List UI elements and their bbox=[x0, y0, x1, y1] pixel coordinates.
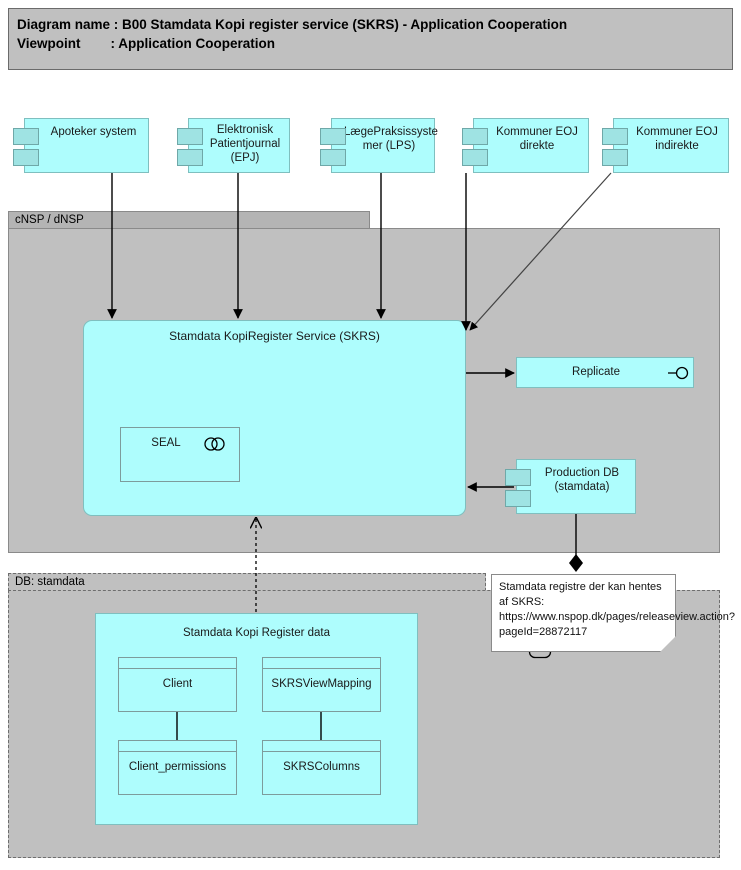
component-tab-icon bbox=[177, 128, 203, 145]
data-object-header bbox=[263, 741, 380, 752]
application-collaboration-icon bbox=[204, 437, 225, 451]
component-kommuner-eoj-direkte[interactable]: Kommuner EOJ direkte bbox=[462, 118, 589, 173]
component-label: Apoteker system bbox=[50, 126, 137, 138]
diagram-name-line: Diagram name : B00 Stamdata Kopi registe… bbox=[17, 17, 568, 32]
diagram-title-block: Diagram name : B00 Stamdata Kopi registe… bbox=[8, 8, 733, 70]
note-fold-corner bbox=[660, 636, 676, 652]
group-tab-db-stamdata: DB: stamdata bbox=[8, 573, 486, 591]
seal-label: SEAL bbox=[151, 437, 181, 449]
component-tab-icon bbox=[177, 149, 203, 166]
component-kommuner-eoj-indirekte[interactable]: Kommuner EOJ indirekte bbox=[602, 118, 729, 173]
viewpoint-line: Viewpoint : Application Cooperation bbox=[17, 36, 276, 51]
data-group-label: Stamdata Kopi Register data bbox=[182, 627, 331, 639]
data-object-client[interactable]: Client bbox=[118, 657, 237, 712]
data-object-header bbox=[263, 658, 380, 669]
data-object-label: Client_permissions bbox=[128, 761, 227, 773]
data-object-header bbox=[119, 658, 236, 669]
data-object-header bbox=[119, 741, 236, 752]
application-collaboration-seal[interactable]: SEAL bbox=[120, 427, 240, 482]
component-production-db[interactable]: Production DB (stamdata) bbox=[505, 459, 636, 514]
component-label: Kommuner EOJ direkte bbox=[496, 126, 578, 152]
data-object-label: SKRSViewMapping bbox=[271, 678, 372, 690]
application-interface-replicate[interactable]: Replicate bbox=[516, 357, 694, 388]
component-tab-icon bbox=[505, 490, 531, 507]
component-tab-icon bbox=[13, 128, 39, 145]
component-tab-icon bbox=[505, 469, 531, 486]
replicate-label: Replicate bbox=[572, 366, 620, 378]
component-tab-icon bbox=[320, 149, 346, 166]
component-label: Kommuner EOJ indirekte bbox=[636, 126, 718, 152]
data-object-label: Client bbox=[162, 678, 193, 690]
component-apoteker-system[interactable]: Apoteker system bbox=[13, 118, 149, 173]
component-label: LægePraksissyste mer (LPS) bbox=[344, 126, 438, 152]
data-object-label: SKRSColumns bbox=[283, 761, 360, 773]
data-object-skrsviewmapping[interactable]: SKRSViewMapping bbox=[262, 657, 381, 712]
component-tab-icon bbox=[602, 149, 628, 166]
application-service-skrs[interactable]: Stamdata KopiRegister Service (SKRS) SEA… bbox=[83, 320, 552, 659]
component-laegepraksissystemer-lps[interactable]: LægePraksissyste mer (LPS) bbox=[320, 118, 438, 173]
data-object-client-permissions[interactable]: Client_permissions bbox=[118, 740, 237, 795]
group-tab-cnsp-dnsp: cNSP / dNSP bbox=[8, 211, 370, 229]
component-tab-icon bbox=[602, 128, 628, 145]
component-tab-icon bbox=[462, 128, 488, 145]
component-tab-icon bbox=[462, 149, 488, 166]
component-tab-icon bbox=[13, 149, 39, 166]
note-stamdata-registre: Stamdata registre der kan hentes af SKRS… bbox=[491, 574, 736, 652]
component-label: Production DB (stamdata) bbox=[544, 467, 620, 493]
note-text: Stamdata registre der kan hentes af SKRS… bbox=[499, 581, 736, 638]
composition-diamond bbox=[569, 554, 583, 572]
component-tab-icon bbox=[320, 128, 346, 145]
service-label: Stamdata KopiRegister Service (SKRS) bbox=[169, 329, 380, 343]
data-object-skrscolumns[interactable]: SKRSColumns bbox=[262, 740, 381, 795]
component-elektronisk-patientjournal[interactable]: Elektronisk Patientjournal (EPJ) bbox=[177, 118, 290, 173]
application-interface-icon bbox=[668, 366, 689, 380]
component-label: Elektronisk Patientjournal (EPJ) bbox=[209, 124, 281, 164]
